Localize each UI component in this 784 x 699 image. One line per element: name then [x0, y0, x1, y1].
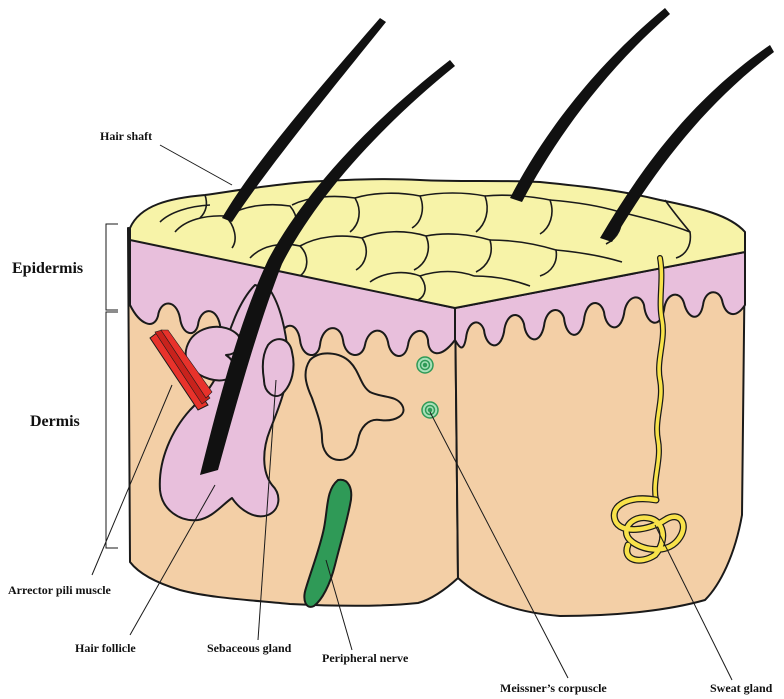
label-hair-shaft: Hair shaft	[100, 129, 152, 143]
label-sweat-gland: Sweat gland	[710, 681, 773, 695]
meissners-corpuscle-1	[417, 357, 433, 373]
epidermis-bracket	[106, 224, 118, 310]
label-hair-follicle: Hair follicle	[75, 641, 136, 655]
label-sebaceous-gland: Sebaceous gland	[207, 641, 292, 655]
hair-shaft-leader	[160, 145, 232, 185]
label-arrector-pili-muscle: Arrector pili muscle	[8, 583, 112, 597]
label-meissners-corpuscle: Meissner’s corpuscle	[500, 681, 607, 695]
meissners-corpuscle-2	[422, 402, 438, 418]
label-peripheral-nerve: Peripheral nerve	[322, 651, 409, 665]
label-epidermis: Epidermis	[12, 260, 83, 277]
label-dermis: Dermis	[30, 413, 80, 430]
dermis-bracket	[106, 312, 118, 548]
